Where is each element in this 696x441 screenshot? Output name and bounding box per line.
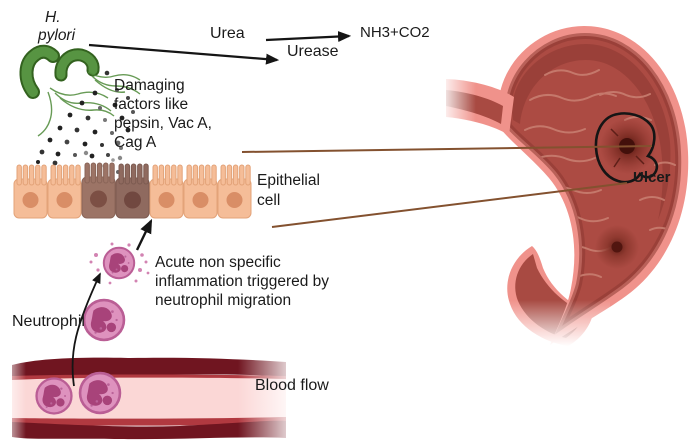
migration-arrows	[71, 218, 153, 387]
urea-to-product-arrow	[265, 31, 352, 43]
inflammation-label: Acute non specific inflammation triggere…	[155, 254, 330, 309]
epithelial-nuclei	[22, 190, 243, 209]
h-pylori-label-line2: pylori	[38, 27, 76, 44]
pointer-line-lower-to-ulcer	[271, 182, 628, 228]
hpylori-to-urease-arrow	[88, 43, 280, 65]
urea-label: Urea	[210, 25, 245, 42]
neutrophil-cell-in-vessel	[78, 371, 122, 415]
epithelial-cell-label: Epithelial cell	[257, 172, 320, 209]
damaging-factors-label: Damaging factors like pepsin, Vac A, Cag…	[114, 77, 212, 151]
blood-flow-label: Blood flow	[255, 377, 329, 394]
urease-label: Urease	[287, 43, 339, 60]
damaging-factor-dots	[36, 70, 135, 174]
h-pylori-bacteria-icon	[19, 44, 141, 137]
epithelial-cell-row	[13, 162, 252, 219]
pointer-line-epithelium-to-ulcer	[241, 145, 653, 153]
stomach-illustration	[440, 26, 689, 355]
neutrophil-cell-in-vessel	[35, 377, 73, 415]
neutrophil-cell-degranulating	[89, 242, 150, 285]
ulcer-label: Ulcer	[633, 169, 671, 186]
blood-vessel	[0, 350, 300, 441]
damaged-epithelial-cells	[81, 162, 150, 219]
reaction-product-label: NH3+CO2	[360, 24, 430, 41]
neutrophil-cell-migrating	[82, 298, 126, 342]
h-pylori-label-line1: H.	[45, 9, 61, 26]
reaction-arrows	[88, 31, 352, 65]
neutrophil-label: Neutrophil	[12, 313, 85, 330]
ulcer-outline	[594, 112, 659, 184]
